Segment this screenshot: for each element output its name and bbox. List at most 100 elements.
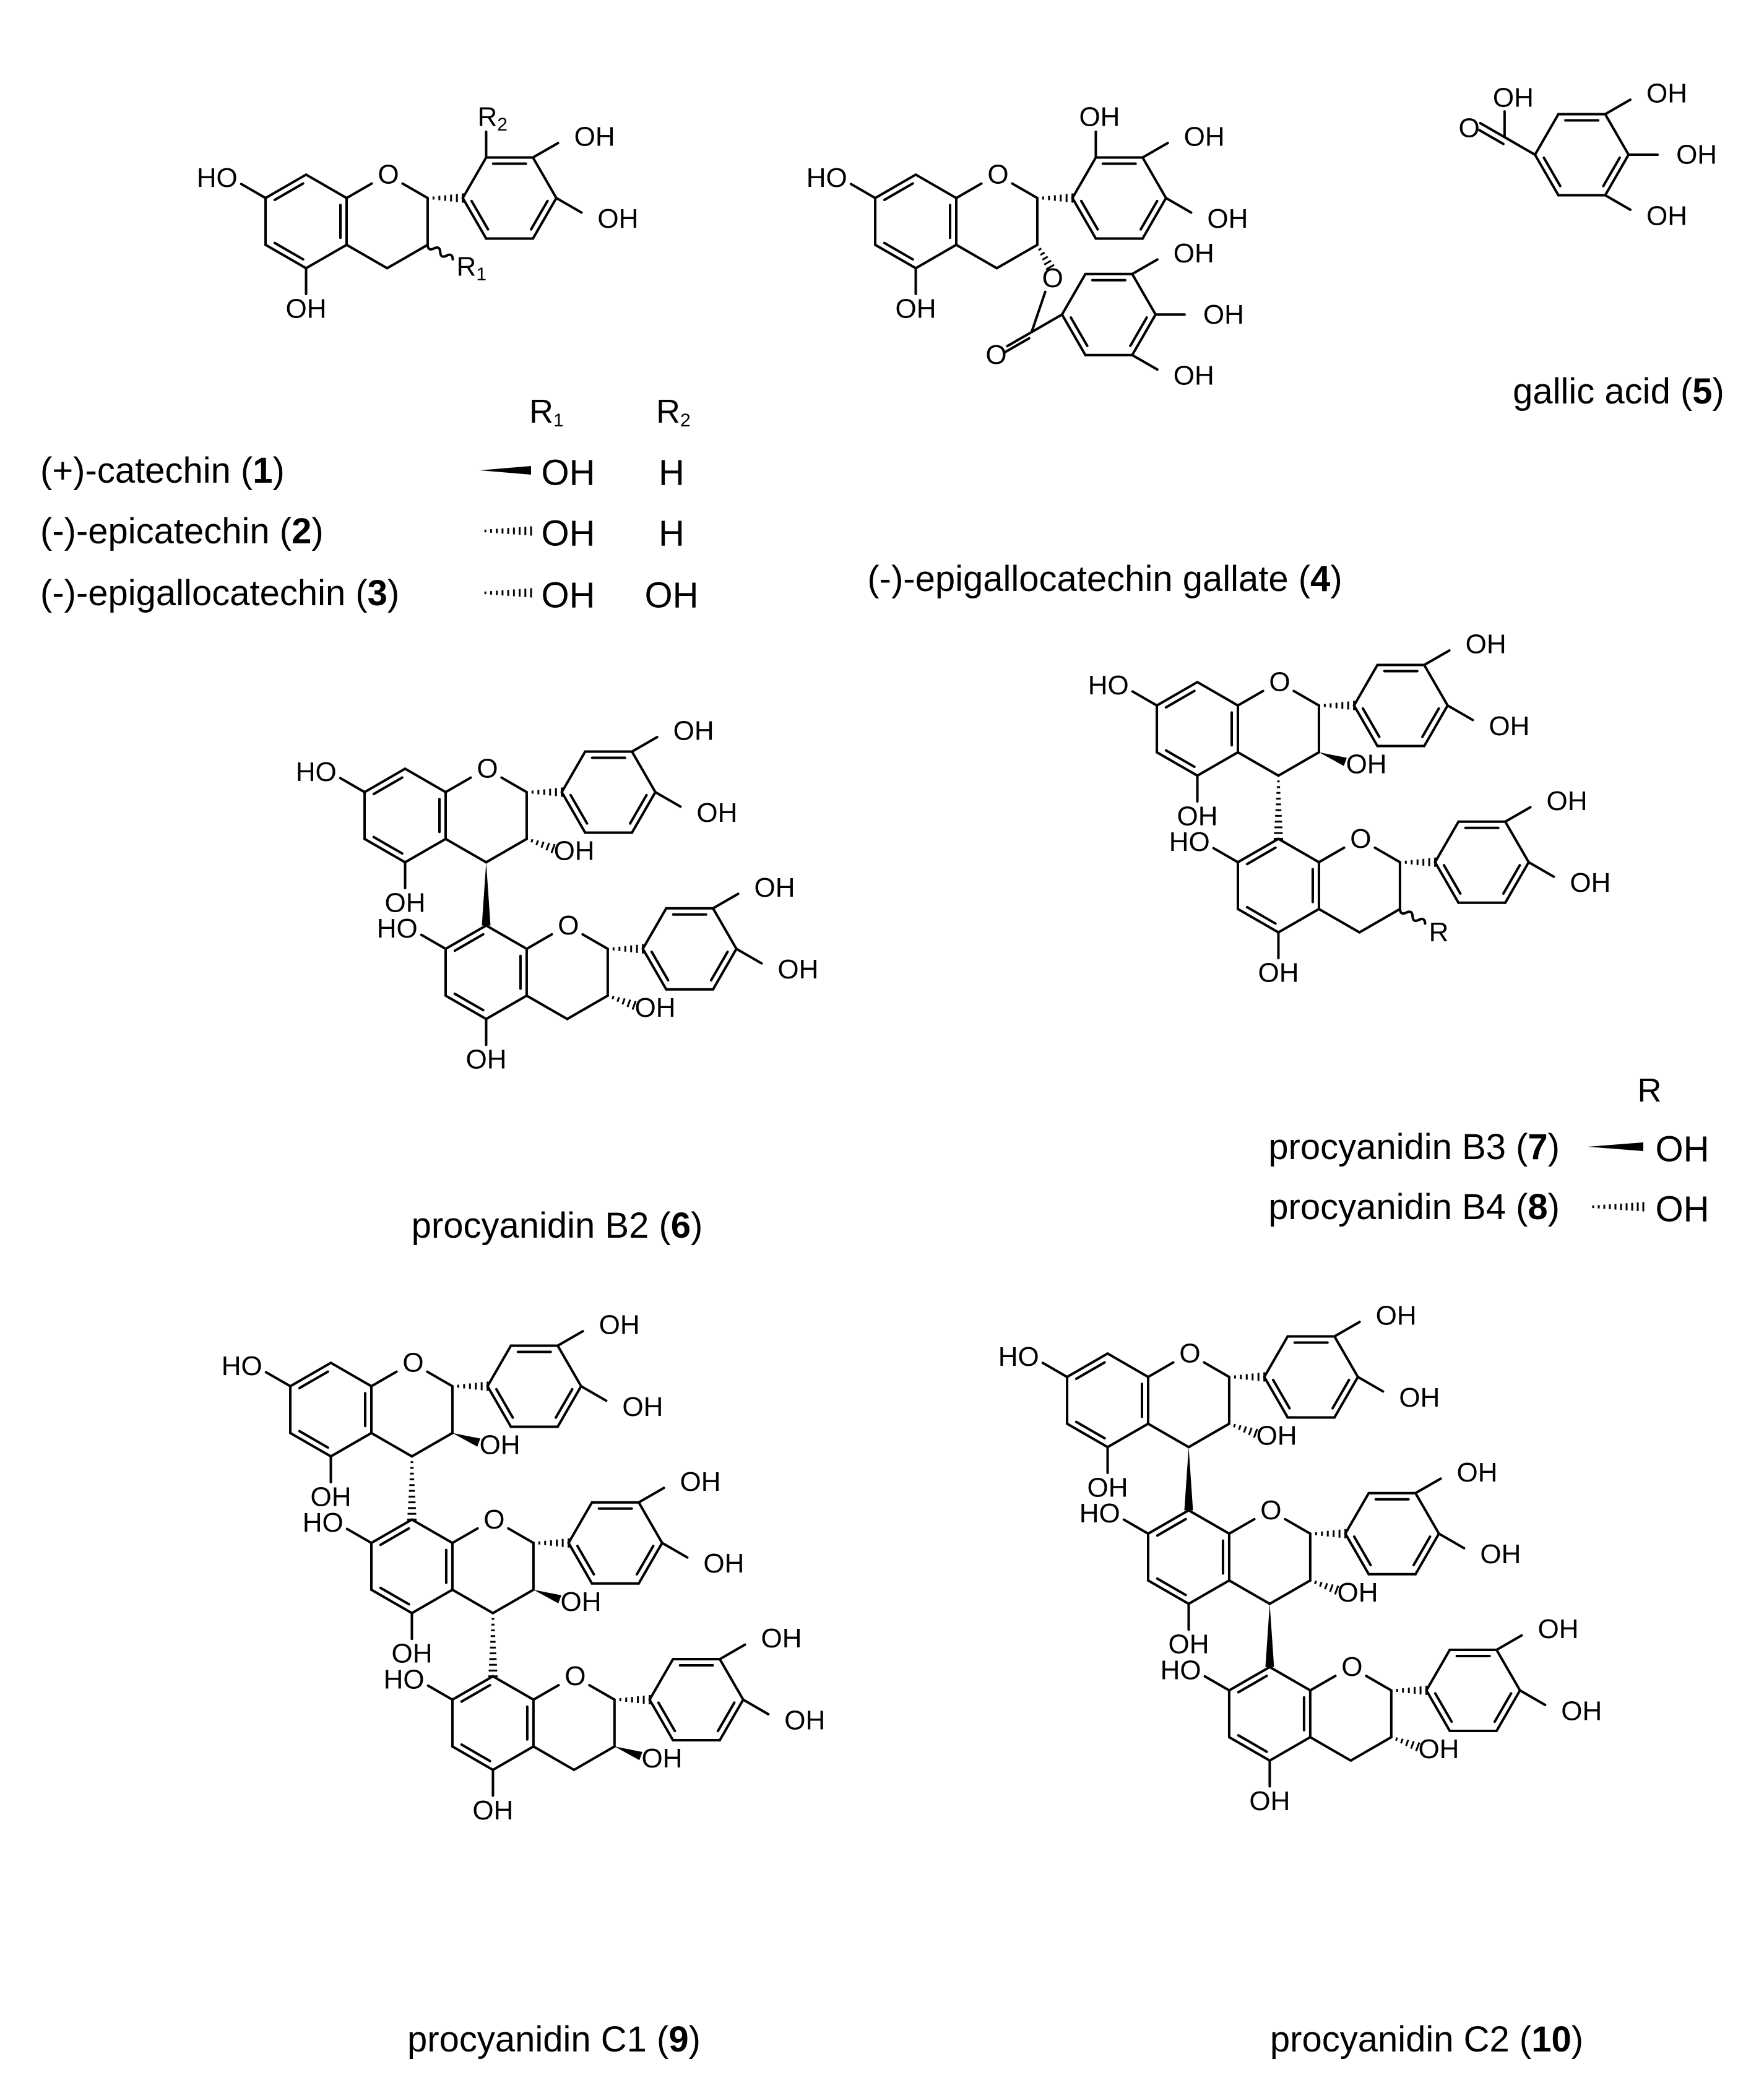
b-ring-bond: [1604, 113, 1630, 156]
a-ring-5-hydroxyl: OH: [1168, 1629, 1209, 1660]
ester-oxygen-label: O: [1042, 263, 1063, 293]
double-bond: [1074, 1361, 1106, 1380]
double-bond: [1433, 1692, 1453, 1723]
carbonyl-oxygen-label: O: [1458, 113, 1479, 143]
b-ring-bond: [1344, 1491, 1370, 1535]
ring-oxygen-label: O: [477, 754, 498, 784]
substituent-bond: [1141, 142, 1169, 159]
b-ring-bond: [1433, 861, 1460, 904]
r1-value: OH: [542, 453, 595, 493]
bond-layer: [240, 98, 1659, 1797]
a-ring-bond: [451, 1675, 495, 1701]
c3-hash-bond: [1329, 1584, 1334, 1592]
b-ring-bond: [631, 750, 657, 793]
b-ring-bond: [1131, 313, 1157, 356]
c-ring-bond: [1147, 1361, 1175, 1378]
double-bond: [1542, 156, 1562, 188]
r1-value: OH: [542, 514, 595, 554]
c3-hash-bond: [1238, 1425, 1242, 1430]
a-ring-bond: [914, 243, 958, 270]
substituent-bond: [654, 791, 682, 808]
a-ring-bond: [264, 173, 308, 199]
c-ring-bond: [500, 776, 528, 793]
a-ring-bond: [1066, 1422, 1109, 1449]
compound-caption: (-)-epicatechin (2): [40, 511, 324, 551]
c3-wedge-bond: [614, 1746, 642, 1761]
a-ring-bond: [1237, 907, 1280, 934]
a-ring-bond: [404, 767, 447, 793]
b-ring-4-hydroxyl: OH: [1376, 1301, 1417, 1331]
r2-label: R2: [477, 101, 507, 134]
a-ring-bond: [914, 173, 958, 199]
c-ring-bond: [507, 1527, 535, 1545]
c3-hash-bond: [621, 998, 626, 1005]
a-ring-bond: [1196, 681, 1239, 707]
c3-hydroxyl: OH: [561, 1587, 602, 1617]
a-ring-5-hydroxyl: OH: [465, 1045, 506, 1075]
double-bond: [1271, 1378, 1291, 1410]
c3-hash-bond: [631, 1000, 637, 1010]
substituent-bond: [339, 777, 366, 793]
b-ring-bond: [1604, 153, 1630, 197]
c-ring-bond: [1349, 1736, 1393, 1762]
c3-wedge-bond: [533, 1589, 561, 1603]
substituent-bond: [532, 142, 560, 159]
carboxyl-hydroxyl-label: OH: [1493, 83, 1534, 113]
c-ring-bond: [1317, 907, 1361, 934]
b-ring-4-hydroxyl: OH: [673, 716, 714, 746]
b-ring-bond: [1534, 153, 1560, 197]
b-ring-3-hydroxyl: OH: [622, 1392, 663, 1422]
c-ring-bond: [451, 1588, 495, 1615]
compound-caption: procyanidin C1 (9): [407, 2019, 701, 2060]
c-ring-bond: [1308, 1736, 1352, 1762]
substituent-bond: [1131, 690, 1159, 707]
b-ring-bond: [1414, 1532, 1440, 1576]
a-ring-bond: [329, 1431, 373, 1458]
a-ring-bond: [404, 837, 447, 864]
r-label: R: [1429, 917, 1449, 947]
a-ring-7-hydroxyl: HO: [806, 163, 847, 193]
b-ring-4-hydroxyl: OH: [754, 873, 795, 903]
a-ring-bond: [1066, 1352, 1109, 1378]
c3-ester-hash-bond: [1040, 251, 1045, 256]
double-bond: [530, 199, 549, 231]
substituent-bond: [1423, 649, 1451, 667]
substituent-bond: [631, 736, 659, 753]
carbonyl-bond: [1006, 330, 1033, 348]
a-ring-7-hydroxyl: HO: [1088, 670, 1129, 701]
hydroxyl-label: OH: [1646, 201, 1687, 231]
c-ring-bond: [451, 1527, 479, 1545]
a-ring-bond: [363, 837, 407, 864]
b-ring-bond: [1352, 663, 1379, 707]
b-ring-bond: [637, 1501, 664, 1545]
c-ring-bond: [525, 933, 553, 951]
b-ring-bond: [1433, 820, 1460, 864]
c3-hash-bond: [1233, 1423, 1236, 1428]
r1-label: R1: [457, 252, 486, 285]
a-ring-bond: [370, 1518, 413, 1545]
c3-hash-bond: [1400, 1738, 1404, 1744]
a-ring-5-hydroxyl: OH: [1249, 1786, 1290, 1816]
interflavan-wedge-bond: [1184, 1447, 1193, 1511]
b-ring-3-hydroxyl: OH: [1480, 1539, 1521, 1569]
b-ring-bond: [648, 1698, 675, 1741]
c-ring-bond: [444, 776, 472, 793]
c3-hash-bond: [540, 841, 545, 848]
substituent-bond: [579, 1385, 608, 1402]
substituent-bond: [1122, 1518, 1149, 1535]
double-bond: [650, 951, 670, 981]
c3-hash-bond: [1319, 1581, 1323, 1587]
b-ring-bond: [1503, 861, 1530, 904]
c3-hash-bond: [1405, 1740, 1409, 1746]
double-bond: [1164, 749, 1196, 769]
c3-hydroxyl: OH: [641, 1743, 682, 1774]
ring-oxygen-label: O: [987, 160, 1008, 190]
double-bond: [453, 933, 485, 952]
b-ring-bond: [641, 947, 668, 991]
c3-hash-bond: [550, 843, 556, 853]
carbonyl-bond: [1479, 121, 1506, 139]
a-ring-5-hydroxyl: OH: [385, 887, 426, 918]
c-ring-bond: [1227, 1579, 1271, 1605]
b-ring-bond: [556, 1385, 582, 1428]
